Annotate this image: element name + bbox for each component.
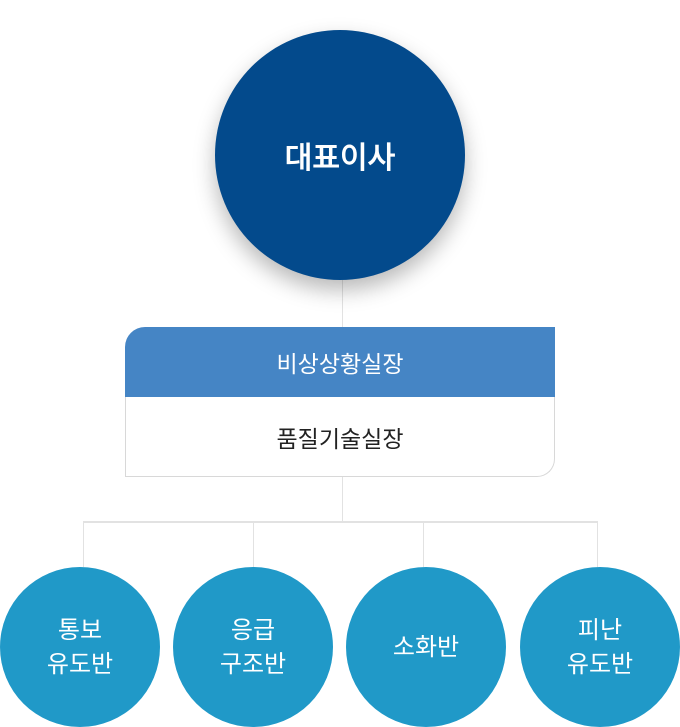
team-node-rescue: 응급 구조반	[173, 567, 333, 727]
team-label-line2: 구조반	[219, 650, 287, 678]
connector-horizontal	[83, 521, 598, 523]
office-sub: 품질기술실장	[125, 397, 555, 477]
connector-team-3	[423, 521, 424, 567]
team-label-line2: 유도반	[46, 650, 114, 678]
connector-team-1	[83, 521, 84, 567]
team-label-line2: 유도반	[566, 650, 634, 678]
connector-team-4	[597, 521, 598, 567]
office-header: 비상상황실장	[125, 327, 555, 397]
team-label-line1: 통보	[57, 616, 103, 644]
team-label-line1: 응급	[230, 616, 276, 644]
team-node-evacuation: 피난 유도반	[520, 567, 680, 727]
ceo-label: 대표이사	[284, 141, 396, 176]
office-node: 비상상황실장 품질기술실장	[125, 327, 555, 477]
connector-team-2	[253, 521, 254, 567]
ceo-node: 대표이사	[215, 30, 465, 280]
team-label-line1: 소화반	[392, 633, 460, 661]
connector-ceo-office	[342, 280, 343, 327]
team-label-line1: 피난	[577, 616, 623, 644]
team-node-firefighting: 소화반	[346, 567, 506, 727]
connector-office-teams	[342, 477, 343, 521]
team-node-notification: 통보 유도반	[0, 567, 160, 727]
